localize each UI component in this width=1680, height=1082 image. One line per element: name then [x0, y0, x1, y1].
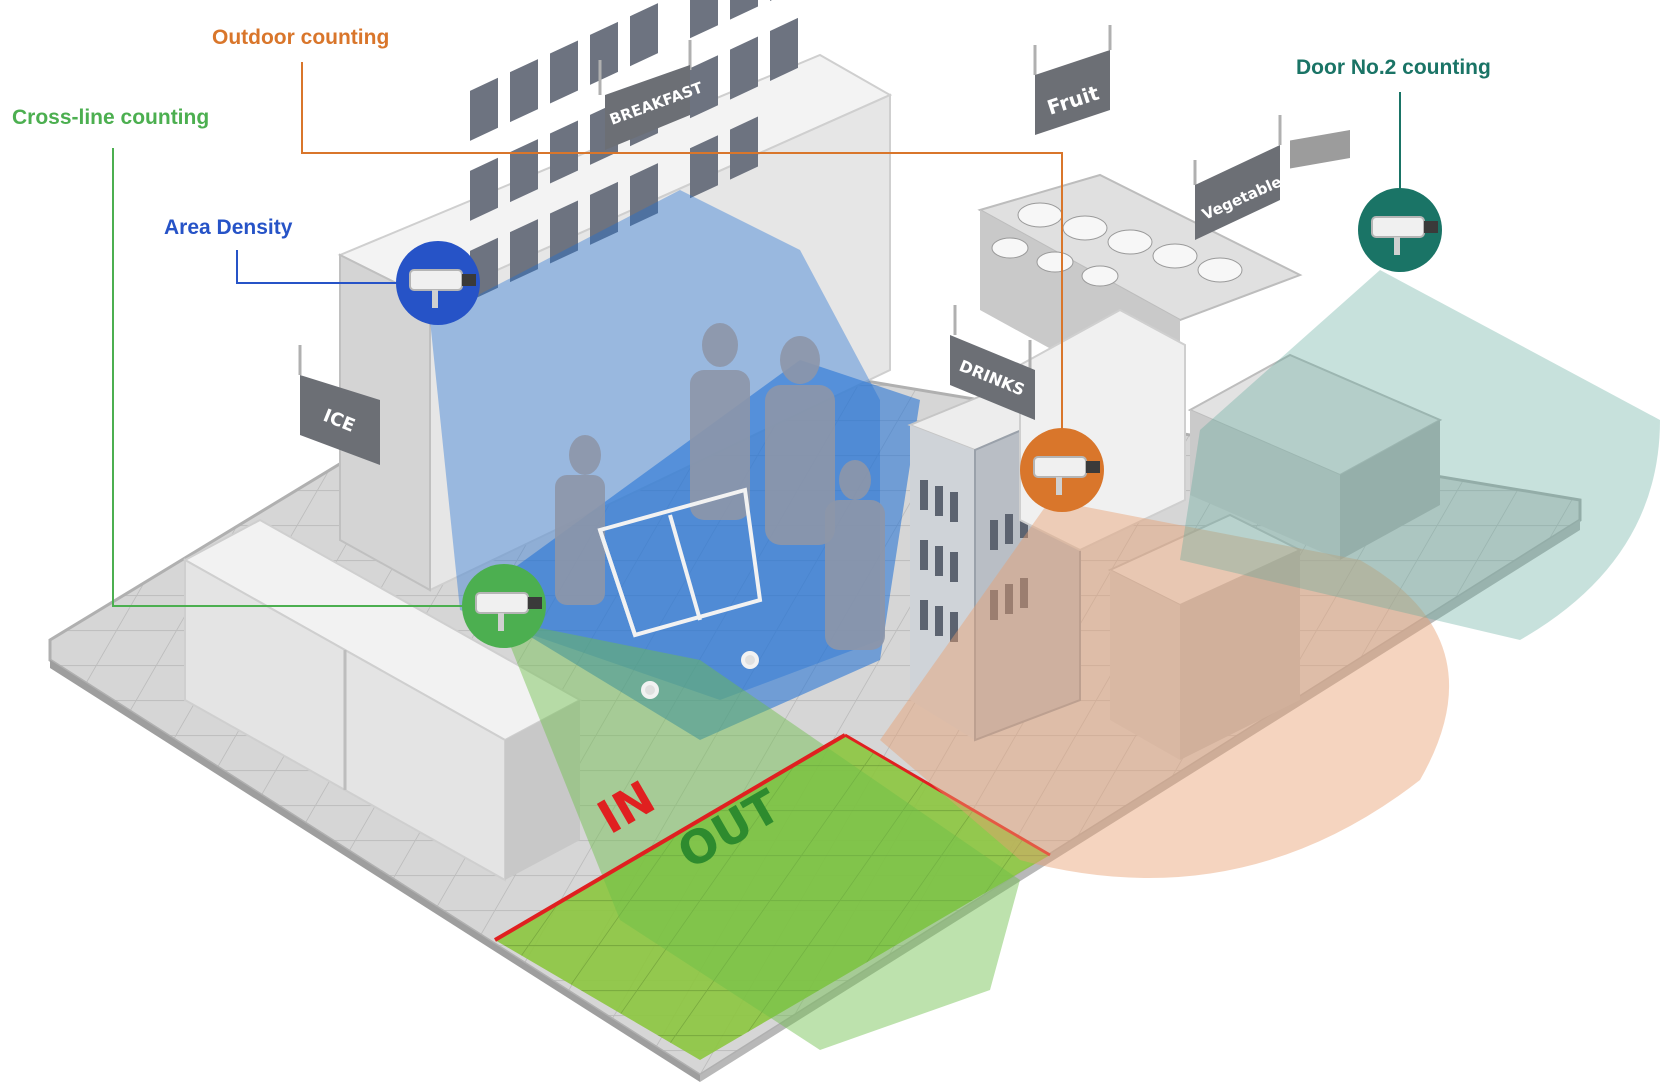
crossline-leader-line [112, 148, 470, 607]
camera-icon-area [396, 241, 480, 325]
cross-line-side [844, 733, 1051, 857]
crossline-floor-zone [495, 735, 1050, 1060]
ice-freezer-side [505, 700, 580, 880]
produce-box-side [1180, 550, 1300, 760]
shopping-cart [597, 487, 763, 699]
sign-ice: ICE [298, 345, 380, 465]
area-density-label: Area Density [164, 216, 293, 239]
sign-vegetable: Vegetable [1193, 115, 1284, 240]
checkout-counter-front [1190, 410, 1340, 560]
floor-edge-right [700, 520, 1580, 1082]
outdoor-zone [880, 500, 1450, 878]
fridge-bottles [920, 480, 1028, 642]
shoppers [555, 323, 885, 650]
cash-register [1290, 129, 1350, 169]
crossline-camera-beam [500, 620, 1020, 1050]
produce-box-front [1110, 570, 1180, 760]
sign-fruit: Fruit [1033, 25, 1112, 135]
outdoor-counting-label: Outdoor counting [212, 26, 390, 49]
camera-icon-door2 [1358, 188, 1442, 272]
door2-zone [1180, 270, 1660, 640]
checkout-counter-side [1340, 420, 1440, 560]
fruit-items [991, 202, 1243, 287]
camera-icon-crossline [462, 564, 546, 648]
door2-counting-label: Door No.2 counting [1296, 56, 1491, 79]
camera-icon-outdoor [1020, 428, 1104, 512]
sign-breakfast: BREAKFAST [598, 40, 706, 150]
area-leader-line [236, 250, 400, 284]
crossline-counting-label: Cross-line counting [12, 106, 210, 129]
floor-edge [50, 660, 700, 1082]
outdoor-leader-line [301, 62, 1063, 440]
cross-line [493, 733, 847, 942]
sign-drinks: DRINKS [950, 305, 1035, 420]
